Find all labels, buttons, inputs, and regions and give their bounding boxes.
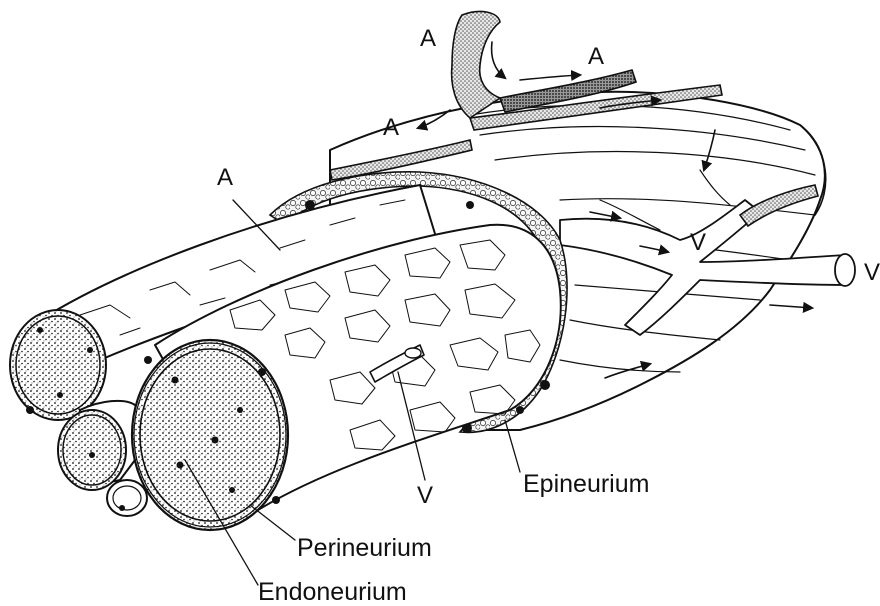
label-epineurium: Epineurium [523, 470, 649, 498]
label-perineurium: Perineurium [297, 534, 432, 562]
label-artery-top-left: A [420, 25, 436, 52]
label-vein-right: V [690, 229, 706, 256]
label-artery-mid: A [383, 114, 399, 141]
label-endoneurium: Endoneurium [258, 578, 407, 606]
label-vein-far-right: V [864, 259, 880, 286]
label-vein-bottom: V [417, 482, 433, 509]
fascicle-tiny [107, 480, 147, 516]
label-artery-top-right: A [588, 43, 604, 70]
label-artery-left: A [217, 164, 233, 191]
